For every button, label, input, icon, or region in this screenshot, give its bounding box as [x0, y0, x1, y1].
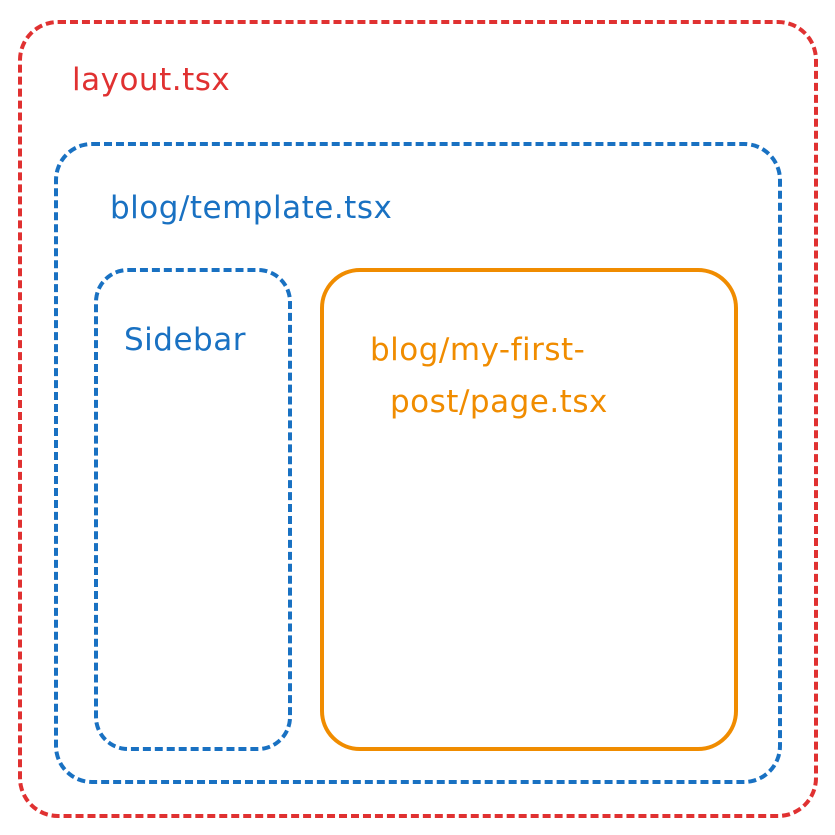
page-box: [320, 268, 738, 751]
template-label: blog/template.tsx: [110, 190, 393, 226]
sidebar-label: Sidebar: [124, 322, 246, 358]
template-box: [54, 142, 782, 784]
layout-box: [18, 20, 818, 818]
page-label-line1: blog/my-first-: [370, 332, 586, 368]
sidebar-box: [94, 268, 292, 751]
layout-label: layout.tsx: [72, 62, 231, 98]
page-label-line2: post/page.tsx: [390, 384, 608, 420]
